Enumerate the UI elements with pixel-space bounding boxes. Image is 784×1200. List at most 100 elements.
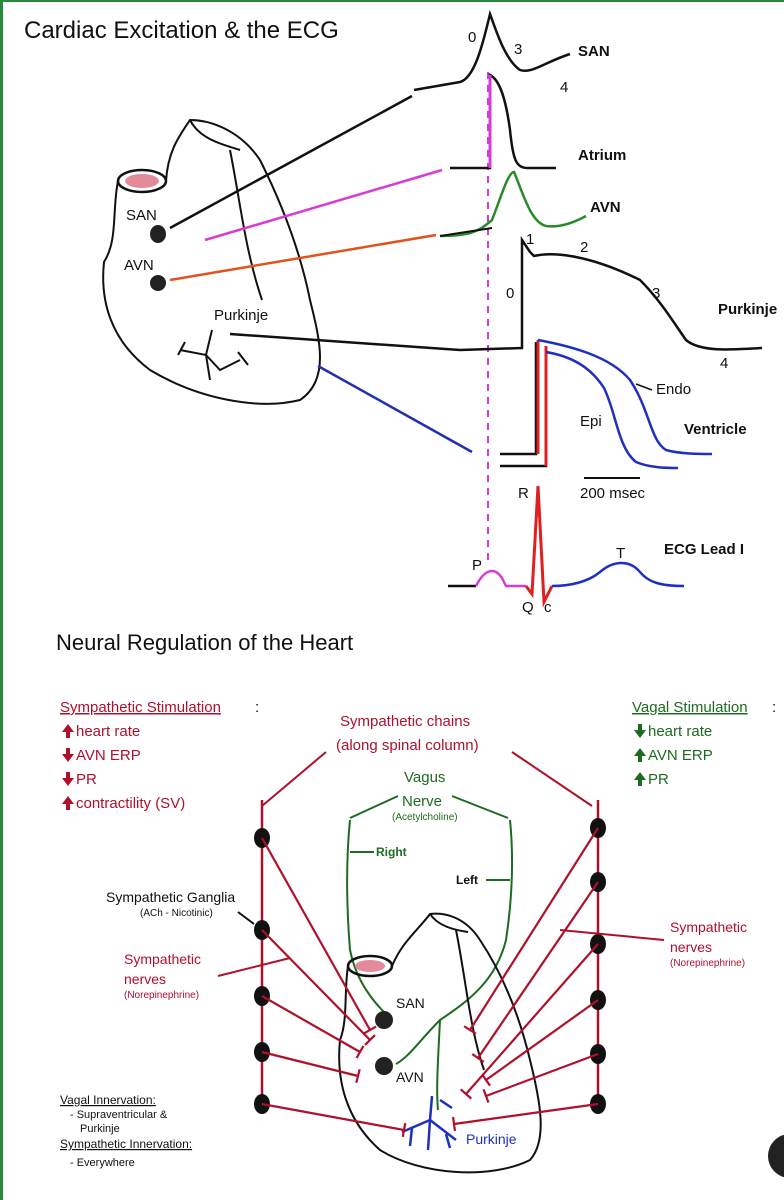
- purkinje-phase-2: 2: [580, 239, 588, 256]
- purkinje-phase-0: 0: [506, 285, 514, 302]
- connector-purkinje: [229, 332, 461, 352]
- connector-atrium: [204, 168, 443, 242]
- sympathetic-fiber: [469, 827, 599, 1031]
- vagus-pointer-right: [451, 795, 509, 819]
- ventricle-baseline-endo: [500, 342, 538, 456]
- bottom-heart-san-label: SAN: [396, 995, 425, 1011]
- symp-nerves-left-pointer: [217, 957, 291, 977]
- sympathetic-effect-arrow-icon: [62, 724, 74, 738]
- sympathetic-effect-item: AVN ERP: [76, 747, 141, 764]
- ventricle-endo-trace: [537, 338, 713, 456]
- sympathetic-fiber: [485, 999, 599, 1081]
- vagus-label-line1: Vagus: [404, 769, 445, 786]
- vagus-nerve-paths: [346, 819, 514, 1111]
- vagal-innervation-heading: Vagal Innervation:: [60, 1093, 156, 1107]
- vagal-effect-item: heart rate: [648, 723, 712, 740]
- san-trace-label: SAN: [578, 43, 610, 60]
- sympathetic-fiber-terminal: [481, 1073, 491, 1087]
- symp-innervation-item-1: - Everywhere: [70, 1157, 135, 1169]
- symp-nerves-left-line2: nerves: [124, 971, 166, 987]
- bottom-title: Neural Regulation of the Heart: [56, 630, 353, 655]
- vagal-effect-arrow-icon: [634, 772, 646, 786]
- ecg-s-label: c: [544, 599, 552, 616]
- connector-san: [169, 94, 413, 230]
- bottom-purkinje-fibers: [401, 1095, 457, 1151]
- ecg-p-label: P: [472, 557, 482, 574]
- san-phase-0: 0: [468, 29, 476, 46]
- purkinje-trace: [459, 235, 763, 352]
- top-heart-outline: [102, 118, 321, 405]
- sympathetic-fiber-terminal: [355, 1068, 361, 1084]
- scale-bar-label: 200 msec: [580, 485, 646, 502]
- sympathetic-fiber: [261, 995, 361, 1053]
- ecg-t-wave: [551, 561, 685, 588]
- ganglia-pointer: [237, 911, 255, 925]
- chains-pointer-left: [261, 751, 327, 807]
- top-purkinje-fibers: [177, 329, 249, 381]
- sympathetic-effect-arrow-icon: [62, 796, 74, 810]
- vagal-heading-colon: :: [772, 699, 776, 716]
- sympathetic-fiber-terminal: [482, 1089, 490, 1103]
- purkinje-trace-label: Purkinje: [718, 301, 777, 318]
- sympathetic-fiber-terminal: [363, 1025, 377, 1035]
- sympathetic-fiber: [261, 929, 371, 1041]
- vagal-effect-arrow-icon: [634, 748, 646, 762]
- sympathetic-fiber-terminal: [451, 1116, 457, 1132]
- bottom-heart-avn-label: AVN: [396, 1069, 424, 1085]
- purkinje-phase-4: 4: [720, 355, 728, 372]
- bottom-avn-node: [375, 1057, 393, 1075]
- ecg-t-label: T: [616, 545, 625, 562]
- ecg-p-wave: [474, 569, 526, 588]
- vagus-left-label: Left: [456, 873, 478, 887]
- top-heart-avn-label: AVN: [124, 257, 154, 274]
- vagus-pointer-left: [349, 795, 399, 819]
- avn-trace: [439, 170, 587, 238]
- symp-nerves-right-pointer: [559, 929, 665, 941]
- vagus-label-line3: (Acetylcholine): [392, 812, 458, 823]
- left-border: [0, 0, 3, 1200]
- vagus-right-label: Right: [376, 845, 407, 859]
- avn-trace-label: AVN: [590, 199, 621, 216]
- ecg-r-label: R: [518, 485, 529, 502]
- sympathetic-heading: Sympathetic Stimulation: [60, 699, 221, 716]
- sympathetic-nerve-fibers: [261, 827, 599, 1138]
- ecg-qrs-complex: [524, 485, 554, 608]
- ventricle-trace-label: Ventricle: [684, 421, 747, 438]
- sympathetic-fiber-terminal: [355, 1045, 365, 1059]
- symp-nerves-right-line1: Sympathetic: [670, 919, 747, 935]
- vagal-innervation-item-1: - Supraventricular &: [70, 1109, 168, 1121]
- chains-pointer-right: [511, 751, 593, 807]
- sympathetic-fiber-terminal: [364, 1034, 376, 1046]
- top-avn-node: [150, 275, 166, 291]
- vagal-effect-item: AVN ERP: [648, 747, 713, 764]
- ventricle-epi-trace: [545, 350, 679, 470]
- atrium-trace-label: Atrium: [578, 147, 626, 164]
- chains-label-line1: Sympathetic chains: [340, 713, 470, 730]
- sympathetic-fiber-terminal: [460, 1088, 472, 1100]
- top-border: [0, 0, 784, 2]
- symp-nerves-left-line1: Sympathetic: [124, 951, 201, 967]
- sympathetic-ganglia-group: [254, 818, 606, 1114]
- sympathetic-fiber: [485, 1052, 599, 1098]
- sympathetic-fiber: [261, 837, 371, 1031]
- bottom-heart-purkinje-label: Purkinje: [466, 1131, 517, 1147]
- san-phase-4: 4: [560, 79, 568, 96]
- sympathetic-fiber-terminal: [471, 1053, 485, 1063]
- ecg-q-label: Q: [522, 599, 534, 616]
- sympathetic-fiber: [465, 943, 599, 1095]
- top-heart-purkinje-label: Purkinje: [214, 307, 268, 324]
- purkinje-phase-1: 1: [526, 231, 534, 248]
- corner-overlay-button[interactable]: [768, 1134, 784, 1178]
- ganglia-label-line2: (ACh - Nicotinic): [140, 908, 213, 919]
- connector-ventricle: [317, 364, 473, 454]
- bottom-san-node: [375, 1011, 393, 1029]
- sympathetic-fiber-terminal: [463, 1025, 477, 1035]
- top-heart-san-label: SAN: [126, 207, 157, 224]
- top-title: Cardiac Excitation & the ECG: [24, 17, 339, 44]
- sympathetic-effect-item: heart rate: [76, 723, 140, 740]
- vagal-effect-arrow-icon: [634, 724, 646, 738]
